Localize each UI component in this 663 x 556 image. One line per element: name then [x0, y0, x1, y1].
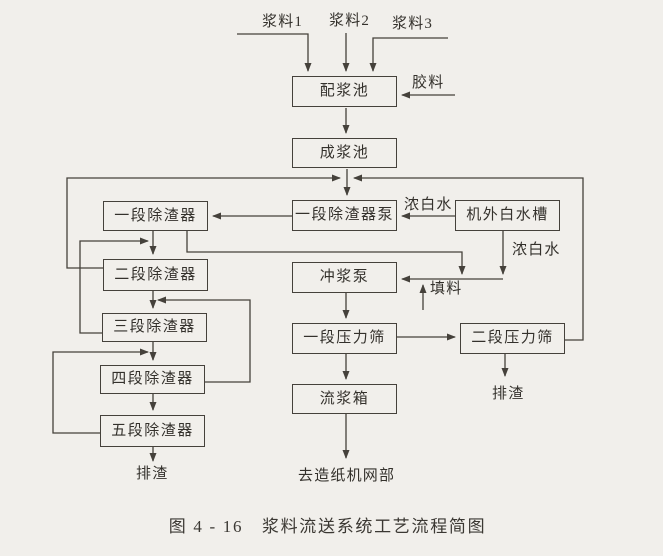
figure-caption: 图 4 - 16 浆料流送系统工艺流程简图 — [168, 517, 487, 536]
node-stage1-cleaner: 一段除渣器 — [103, 201, 208, 231]
edge-pulp3-to-mixing-chest — [369, 37, 448, 72]
label-pulp1: 浆料1 — [262, 14, 304, 30]
label-thick-white-water-1: 浓白水 — [404, 197, 453, 213]
node-headbox: 流浆箱 — [292, 384, 397, 414]
edge-stage2-screen-accept-recycle — [353, 174, 584, 341]
node-stage2-cleaner: 二段除渣器 — [103, 259, 208, 291]
node-stage4-cleaner: 四段除渣器 — [100, 365, 205, 394]
edge-stage3-accept-recycle — [79, 237, 149, 334]
label-size: 胶料 — [412, 75, 445, 91]
label-pulp3: 浆料3 — [392, 16, 434, 32]
edge-stage2-cleaner-accept-recycle — [66, 174, 341, 269]
node-mixing-chest: 配浆池 — [292, 76, 397, 107]
node-stage2-pressure-screen: 二段压力筛 — [460, 323, 565, 354]
label-to-wire-section: 去造纸机网部 — [298, 468, 396, 484]
edge-pulp1-to-mixing-chest — [237, 33, 312, 72]
edge-stage5-accept-recycle — [52, 348, 149, 434]
node-external-white-water-tank: 机外白水槽 — [455, 200, 560, 231]
node-stock-chest: 成浆池 — [292, 138, 397, 168]
label-thick-white-water-2: 浓白水 — [512, 242, 561, 258]
label-pulp2: 浆料2 — [329, 13, 371, 29]
edge-stage1-cleaner-accept — [186, 231, 466, 275]
node-stage1-cleaner-pump: 一段除渣器泵 — [292, 200, 397, 231]
node-stage3-cleaner: 三段除渣器 — [102, 313, 207, 342]
edge-stage4-accept-recycle — [157, 296, 251, 383]
label-reject-left: 排渣 — [136, 466, 169, 482]
label-reject-right: 排渣 — [492, 386, 525, 402]
label-filler: 填料 — [430, 281, 463, 297]
node-fan-pump: 冲浆泵 — [292, 262, 397, 293]
node-stage1-pressure-screen: 一段压力筛 — [292, 323, 397, 354]
node-stage5-cleaner: 五段除渣器 — [100, 415, 205, 447]
